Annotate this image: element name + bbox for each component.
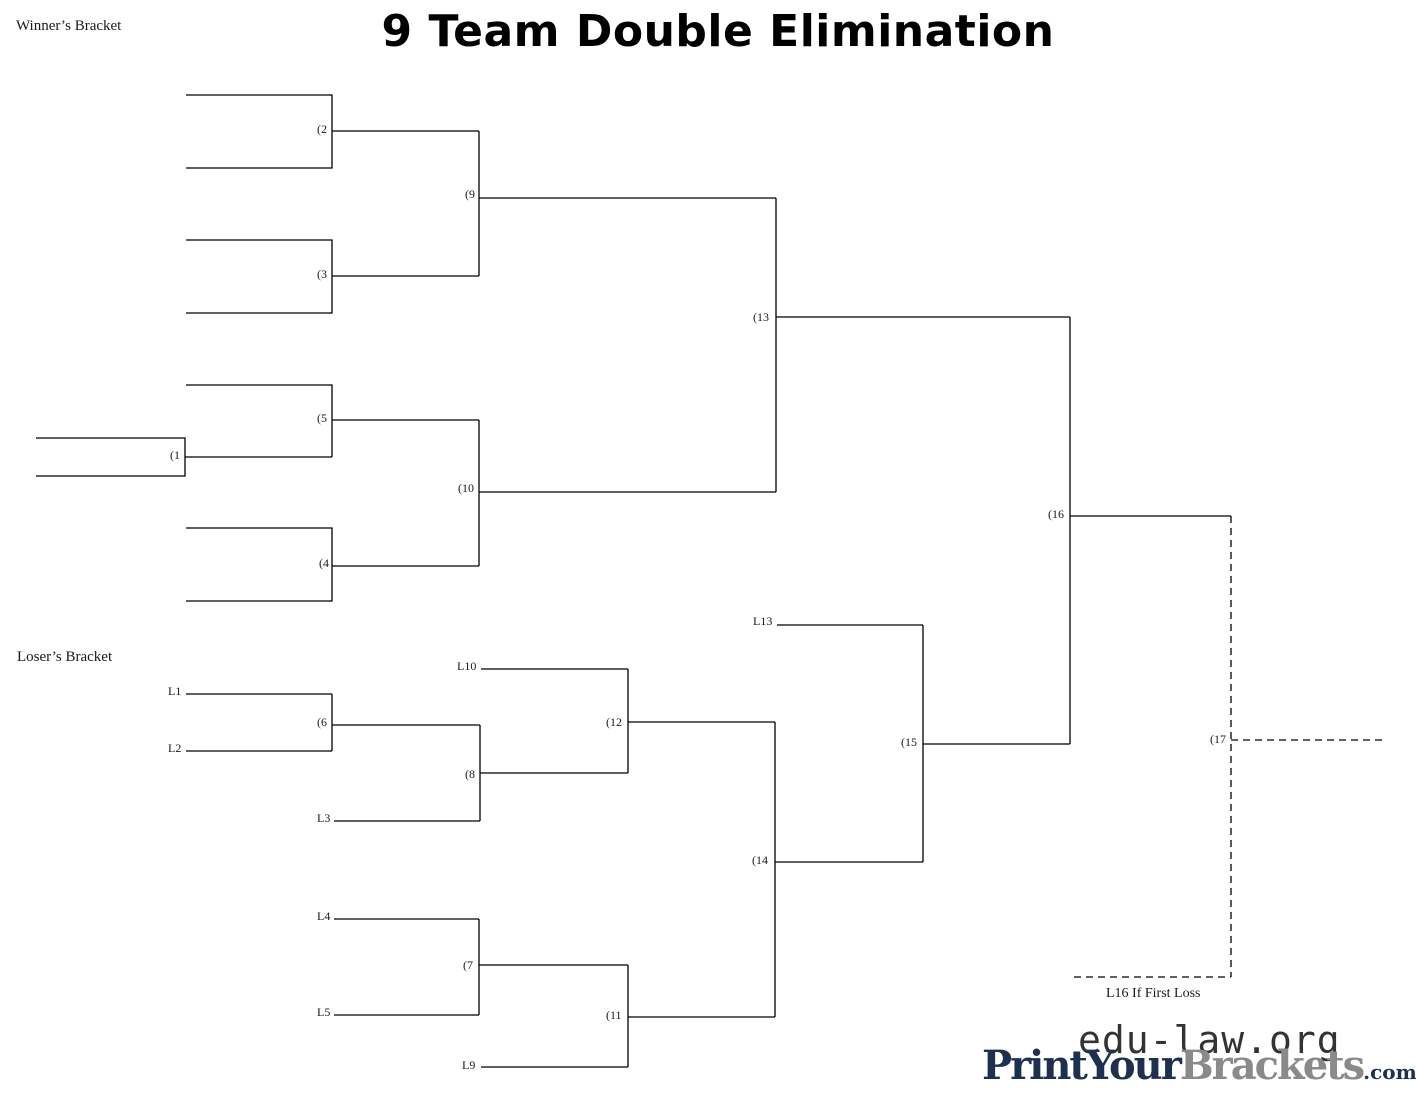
page-title: 9 Team Double Elimination [381,6,1055,57]
logo-part-3: .com [1363,1060,1416,1084]
game-6-label: (6 [317,715,327,729]
l3-label: L3 [317,811,330,825]
watermark-text: edu-law.org [1078,1018,1341,1062]
if-necessary-note: L16 If First Loss [1106,986,1201,1001]
l5-label: L5 [317,1005,330,1019]
game-14-label: (14 [752,853,768,867]
game-5-label: (5 [317,411,327,425]
game-3-bracket [186,239,333,314]
game-5-bracket [186,384,333,457]
game-15-label: (15 [901,735,917,749]
game-12-label: (12 [606,715,622,729]
game-1-label: (1 [170,448,180,462]
game-7-label: (7 [463,958,473,972]
game-1-bracket [36,437,186,477]
game-2-bracket [186,94,333,169]
game-11-label: (11 [606,1008,622,1022]
losers-bracket-heading: Loser’s Bracket [17,649,113,665]
l13-label: L13 [753,614,772,628]
l1-label: L1 [168,684,181,698]
game-9-label: (9 [465,187,475,201]
l2-label: L2 [168,741,181,755]
game-2-label: (2 [317,122,327,136]
game-4-label: (4 [319,556,329,570]
l4-label: L4 [317,909,330,923]
game-17-label: (17 [1210,732,1226,746]
l9-label: L9 [462,1058,475,1072]
game-4-bracket [186,527,333,602]
game-16-label: (16 [1048,507,1064,521]
logo-part-2: Brackets [1179,1042,1365,1089]
game-8-label: (8 [465,767,475,781]
game-10-label: (10 [458,481,474,495]
logo-part-1: PrintYour [982,1042,1182,1089]
game-3-label: (3 [317,267,327,281]
l10-label: L10 [457,659,476,673]
winners-bracket-heading: Winner’s Bracket [16,18,122,34]
game-13-label: (13 [753,310,769,324]
brand-logo: PrintYourBrackets.com [982,1042,1416,1089]
